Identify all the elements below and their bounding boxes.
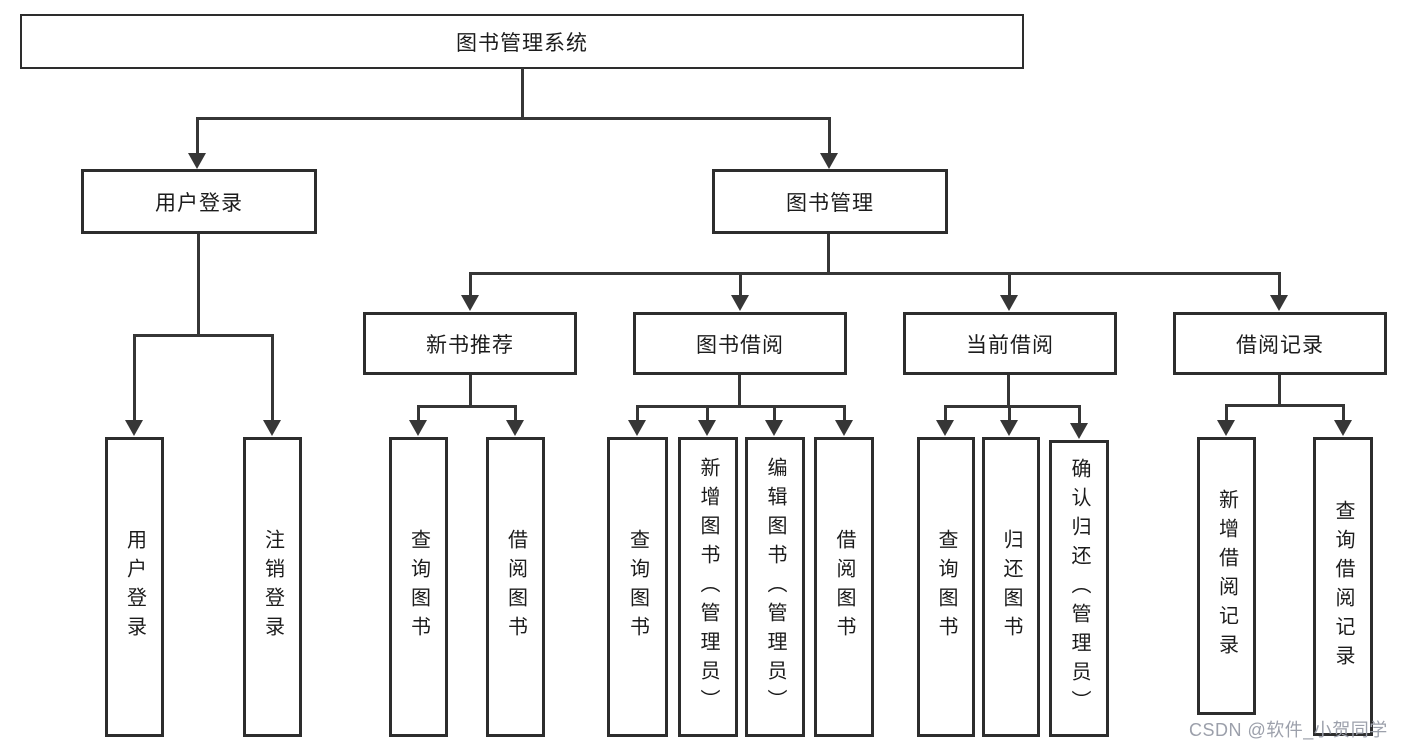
leaf-bb-borrow-books-label: 借阅图书: [833, 529, 855, 645]
leaf-cb-confirm-return-admin: 确认归还（管理员）: [1049, 440, 1109, 737]
arrow-to-current-borrow: [1000, 272, 1018, 311]
connector-borrow-records-stem: [1278, 375, 1281, 407]
leaf-user-login-label: 用户登录: [123, 529, 146, 645]
leaf-br-add-record-label: 新增借阅记录: [1215, 489, 1238, 663]
arrow-to-book-borrow: [731, 272, 749, 311]
arrow-nb-leaf-1: [409, 405, 427, 436]
node-current-borrow: 当前借阅: [903, 312, 1117, 375]
node-root-label: 图书管理系统: [456, 31, 588, 55]
connector-current-borrow-bus: [945, 405, 1080, 408]
leaf-cb-return-books: 归还图书: [982, 437, 1040, 737]
node-current-borrow-label: 当前借阅: [966, 333, 1054, 357]
node-book-borrow: 图书借阅: [633, 312, 847, 375]
arrow-br-leaf-1: [1217, 404, 1235, 436]
leaf-nb-query-books-label: 查询图书: [407, 529, 430, 645]
arrow-bb-leaf-3: [765, 405, 783, 436]
arrow-to-leaf-logout: [263, 334, 281, 436]
arrow-cb-leaf-3: [1070, 405, 1088, 439]
leaf-cb-return-books-label: 归还图书: [1000, 529, 1022, 645]
arrow-bb-leaf-1: [628, 405, 646, 436]
arrow-br-leaf-2: [1334, 404, 1352, 436]
connector-new-book-bus: [417, 405, 517, 408]
arrow-bb-leaf-2: [698, 405, 716, 436]
leaf-bb-add-books-admin-label: 新增图书（管理员）: [697, 456, 719, 718]
node-new-book-recommend: 新书推荐: [363, 312, 577, 375]
leaf-nb-borrow-books-label: 借阅图书: [504, 529, 527, 645]
arrow-to-book-management: [820, 117, 838, 169]
connector-book-borrow-bus: [637, 405, 845, 408]
leaf-logout-label: 注销登录: [261, 529, 284, 645]
connector-book-management-stem: [827, 234, 830, 275]
leaf-br-add-record: 新增借阅记录: [1197, 437, 1256, 715]
node-user-login: 用户登录: [81, 169, 317, 234]
node-book-management: 图书管理: [712, 169, 948, 234]
connector-user-login-stem: [197, 234, 200, 337]
leaf-bb-edit-books-admin-label: 编辑图书（管理员）: [764, 456, 786, 718]
connector-book-borrow-stem: [738, 375, 741, 408]
arrow-cb-leaf-1: [936, 405, 954, 436]
node-borrow-records: 借阅记录: [1173, 312, 1387, 375]
connector-level3-bus: [470, 272, 1281, 275]
leaf-bb-edit-books-admin: 编辑图书（管理员）: [745, 437, 805, 737]
connector-root-stem: [521, 68, 524, 119]
node-user-login-label: 用户登录: [155, 191, 243, 215]
node-root: 图书管理系统: [20, 14, 1024, 69]
leaf-bb-borrow-books: 借阅图书: [814, 437, 874, 737]
node-book-management-label: 图书管理: [786, 191, 874, 215]
leaf-bb-query-books: 查询图书: [607, 437, 668, 737]
arrow-to-leaf-user-login: [125, 334, 143, 436]
connector-new-book-stem: [469, 375, 472, 408]
leaf-bb-query-books-label: 查询图书: [626, 529, 649, 645]
arrow-to-user-login: [188, 117, 206, 169]
connector-borrow-records-bus: [1226, 404, 1344, 407]
leaf-cb-query-books: 查询图书: [917, 437, 975, 737]
arrow-to-new-book-recommend: [461, 272, 479, 311]
leaf-nb-borrow-books: 借阅图书: [486, 437, 545, 737]
node-new-book-recommend-label: 新书推荐: [426, 333, 514, 357]
arrow-cb-leaf-2: [1000, 405, 1018, 436]
leaf-logout: 注销登录: [243, 437, 302, 737]
arrow-nb-leaf-2: [506, 405, 524, 436]
leaf-bb-add-books-admin: 新增图书（管理员）: [678, 437, 738, 737]
csdn-watermark: CSDN @软件_小贺同学: [1189, 720, 1388, 740]
leaf-user-login: 用户登录: [105, 437, 164, 737]
leaf-cb-confirm-return-admin-label: 确认归还（管理员）: [1068, 458, 1090, 719]
leaf-br-query-record: 查询借阅记录: [1313, 437, 1373, 736]
connector-current-borrow-stem: [1007, 375, 1010, 408]
arrow-to-borrow-records: [1270, 272, 1288, 311]
node-borrow-records-label: 借阅记录: [1236, 333, 1324, 357]
node-book-borrow-label: 图书借阅: [696, 333, 784, 357]
leaf-nb-query-books: 查询图书: [389, 437, 448, 737]
arrow-bb-leaf-4: [835, 405, 853, 436]
leaf-br-query-record-label: 查询借阅记录: [1332, 499, 1354, 674]
leaf-cb-query-books-label: 查询图书: [935, 529, 957, 645]
connector-user-login-bus: [133, 334, 274, 337]
connector-root-bus: [197, 117, 831, 120]
